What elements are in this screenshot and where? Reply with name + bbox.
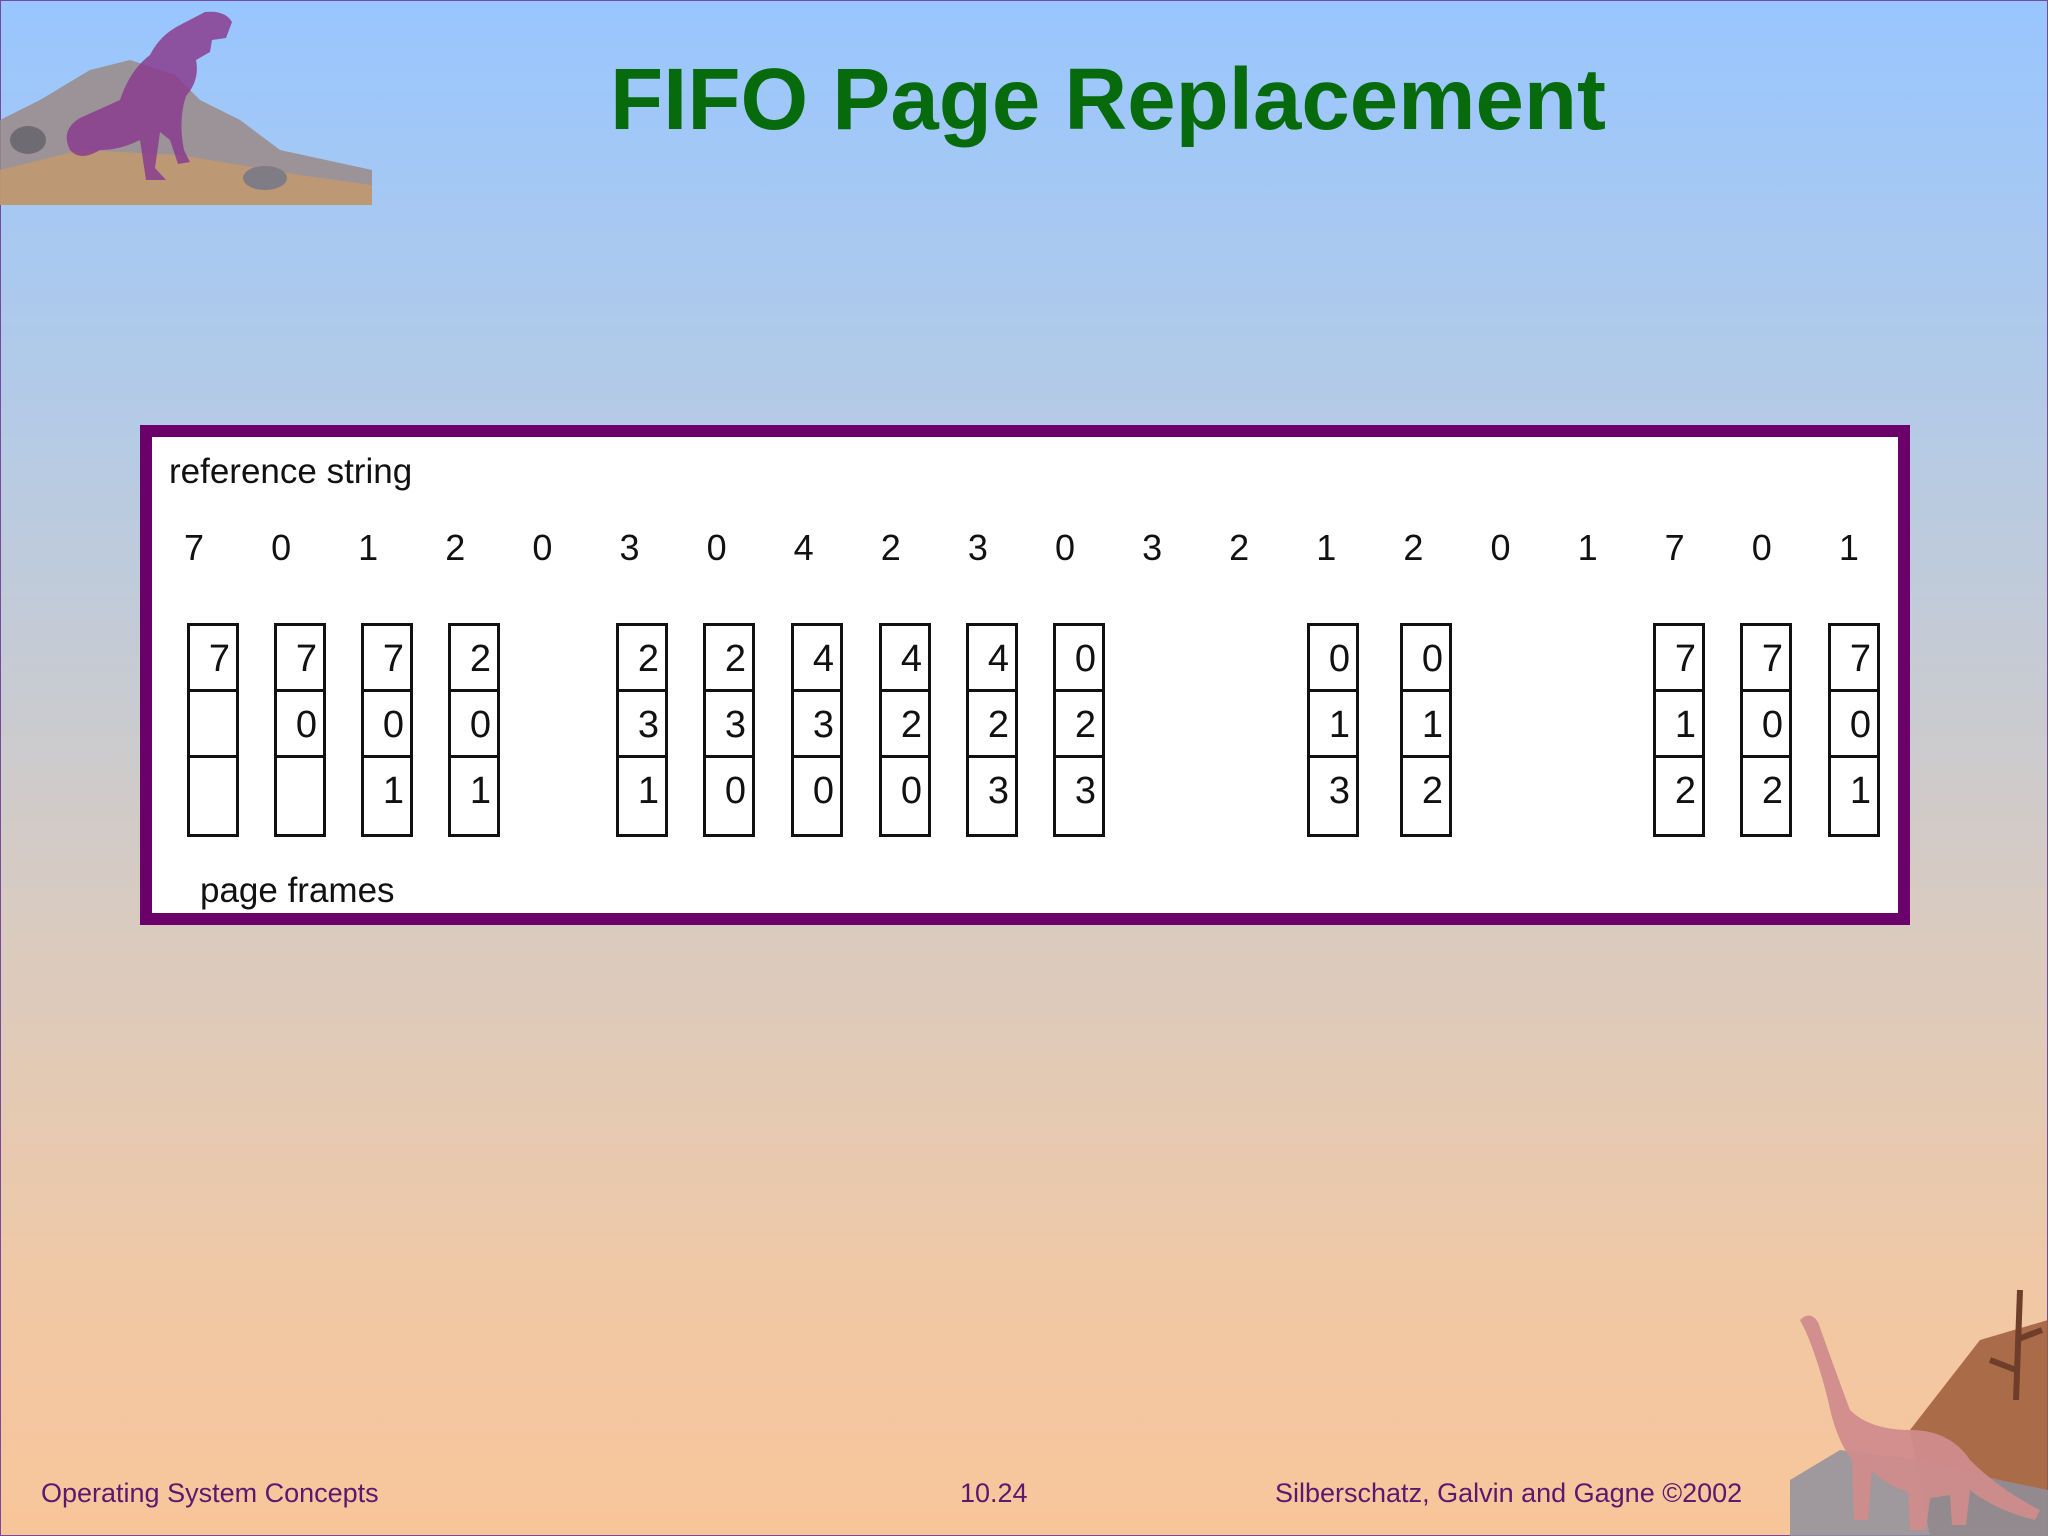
reference-string-item: 0 [1054,527,1076,568]
reference-string-item: 0 [706,527,727,568]
reference-string-item: 2 [1403,527,1424,568]
page-frame-cell: 3 [706,692,752,758]
page-frame-cell: 7 [1743,626,1789,692]
page-frame-cell: 1 [1849,770,1871,812]
footer-copyright: Silberschatz, Galvin and Gagne ©2002 [1275,1478,1743,1508]
page-frame-cell: 3 [987,770,1009,812]
page-frame-cell: 4 [794,626,840,692]
page-frame-cell: 4 [882,626,928,692]
page-frame-cell: 2 [1674,770,1696,812]
page-frame-cell: 0 [724,770,746,812]
page-frame-cell: 1 [1656,692,1702,758]
reference-string-item: 1 [358,527,379,568]
page-frame-cell: 0 [277,692,323,758]
reference-string-item: 0 [532,527,553,568]
slide-title: FIFO Page Replacement [610,51,1606,148]
page-frame-cell: 2 [1761,770,1783,812]
reference-string-item: 1 [1838,527,1859,568]
page-frame-cell: 2 [619,626,665,692]
page-frame-cell: 0 [1310,626,1356,692]
reference-string-item: 3 [967,527,988,568]
page-frame-cell: 0 [451,692,497,758]
page-frame-cell: 0 [1743,692,1789,758]
page-frame-cell: 3 [619,692,665,758]
page-frame-cell: 0 [812,770,834,812]
reference-string-item: 0 [1751,527,1772,568]
reference-string-item: 2 [1229,527,1250,568]
page-frame-cell: 0 [364,692,410,758]
reference-string-item: 0 [271,527,292,568]
page-frame-cell: 2 [882,692,928,758]
reference-string-item: 1 [1316,527,1337,568]
reference-string-item: 1 [1577,527,1598,568]
page-frame-cell: 4 [969,626,1015,692]
page-frame-cell: 2 [706,626,752,692]
reference-string-label: reference string [169,452,413,491]
page-frame-cell [190,692,236,758]
reference-string-item: 4 [793,527,814,568]
page-frame-cell: 0 [900,770,922,812]
reference-string-item: 2 [880,527,901,568]
reference-string-item: 0 [1490,527,1511,568]
brontosaurus-illustration [1790,1289,2048,1536]
page-frame-cell: 1 [382,770,404,812]
page-frame-cell: 1 [469,770,491,812]
page-frame-cell [190,758,236,828]
page-frame-cell: 0 [1831,692,1877,758]
page-frame-cell: 7 [277,626,323,692]
page-frames-label: page frames [200,871,395,910]
page-frame-cell: 3 [794,692,840,758]
page-frame-cell: 1 [637,770,659,812]
reference-string-item: 3 [1142,527,1163,568]
page-frame-cell: 7 [190,626,236,692]
footer-course-title: Operating System Concepts [41,1478,379,1508]
page-frame-cell: 7 [364,626,410,692]
reference-string-item: 7 [1664,527,1685,568]
page-frame-cell: 3 [1328,770,1350,812]
page-frame-column: 7 [187,623,239,837]
page-frame-cell: 0 [1403,626,1449,692]
page-frame-cell: 0 [1056,626,1102,692]
page-frame-cell: 7 [1656,626,1702,692]
page-frame-cell: 1 [1403,692,1449,758]
reference-string-item: 3 [619,527,640,568]
tyrannosaurus-illustration [0,11,372,205]
reference-string-item: 7 [183,527,205,568]
page-frame-cell: 7 [1831,626,1877,692]
reference-string-item: 2 [445,527,466,568]
page-frame-cell: 2 [451,626,497,692]
page-frame-cell: 2 [1421,770,1443,812]
page-frame-cell [277,758,323,828]
page-frame-cell: 1 [1310,692,1356,758]
page-frame-cell: 2 [1056,692,1102,758]
page-frame-cell: 2 [969,692,1015,758]
footer-page-number: 10.24 [960,1478,1028,1508]
page-frame-cell: 3 [1074,770,1096,812]
